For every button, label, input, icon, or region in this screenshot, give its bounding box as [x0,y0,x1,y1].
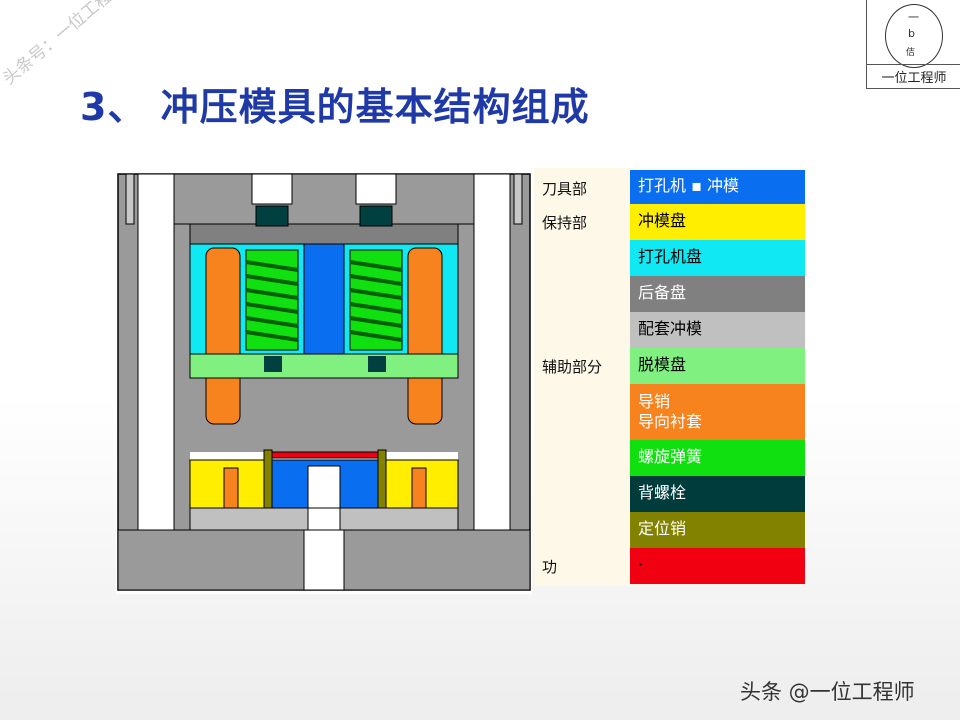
footer-watermark: 头条 @一位工程师 [740,680,915,704]
legend-item-label: 导销 导向衬套 [638,392,703,431]
legend-item-label: 背螺栓 [638,483,687,502]
logo-caption: 一位工程师 [867,64,960,86]
page-title: 3、 冲压模具的基本结构组成 [80,85,590,129]
legend-item-label: 打孔机盘 [638,247,703,266]
spring-left [245,249,299,351]
legend-item-label: 脱模盘 [638,355,687,374]
legend-item: 螺旋弹簧 [630,440,805,476]
spring-right [349,249,403,351]
legend-item-label: 配套冲模 [638,319,703,338]
die-structure-diagram [116,170,532,594]
legend-item: 脱模盘 [630,348,805,384]
legend-category: 辅助部分 [542,358,603,376]
legend-item: 冲模盘 [630,204,805,240]
legend-item: 打孔机盘 [630,240,805,276]
legend-item-label: · [638,555,644,574]
legend-category: 刀具部 [542,180,588,198]
legend-category: 功 [542,558,558,576]
legend-item: 导销 导向衬套 [630,384,805,440]
logo: 一 b 佶 一位工程师 [866,0,960,89]
legend-item-label: 螺旋弹簧 [638,447,703,466]
legend-item-label: 定位销 [638,519,687,538]
legend-item: 后备盘 [630,276,805,312]
legend-item-label: 后备盘 [638,283,687,302]
legend-category: 保持部 [542,214,588,232]
legend-item: 定位销 [630,512,805,548]
logo-glyph-bottom: 佶 [906,48,916,58]
legend-panel: 刀具部 保持部 辅助部分 功 打孔机 ▪ 冲模 冲模盘 打孔机盘 后备盘 配套冲… [534,168,806,586]
legend-item: 配套冲模 [630,312,805,348]
legend-item-label: 打孔机 ▪ 冲模 [638,176,740,195]
legend-item: · [630,548,805,584]
legend-item: 打孔机 ▪ 冲模 [630,170,805,204]
legend-item-label: 冲模盘 [638,211,687,230]
logo-circle: 一 b 佶 [885,4,943,68]
logo-glyph-top: 一 [908,11,919,24]
logo-glyph-mid: b [908,27,915,40]
legend-item: 背螺栓 [630,476,805,512]
